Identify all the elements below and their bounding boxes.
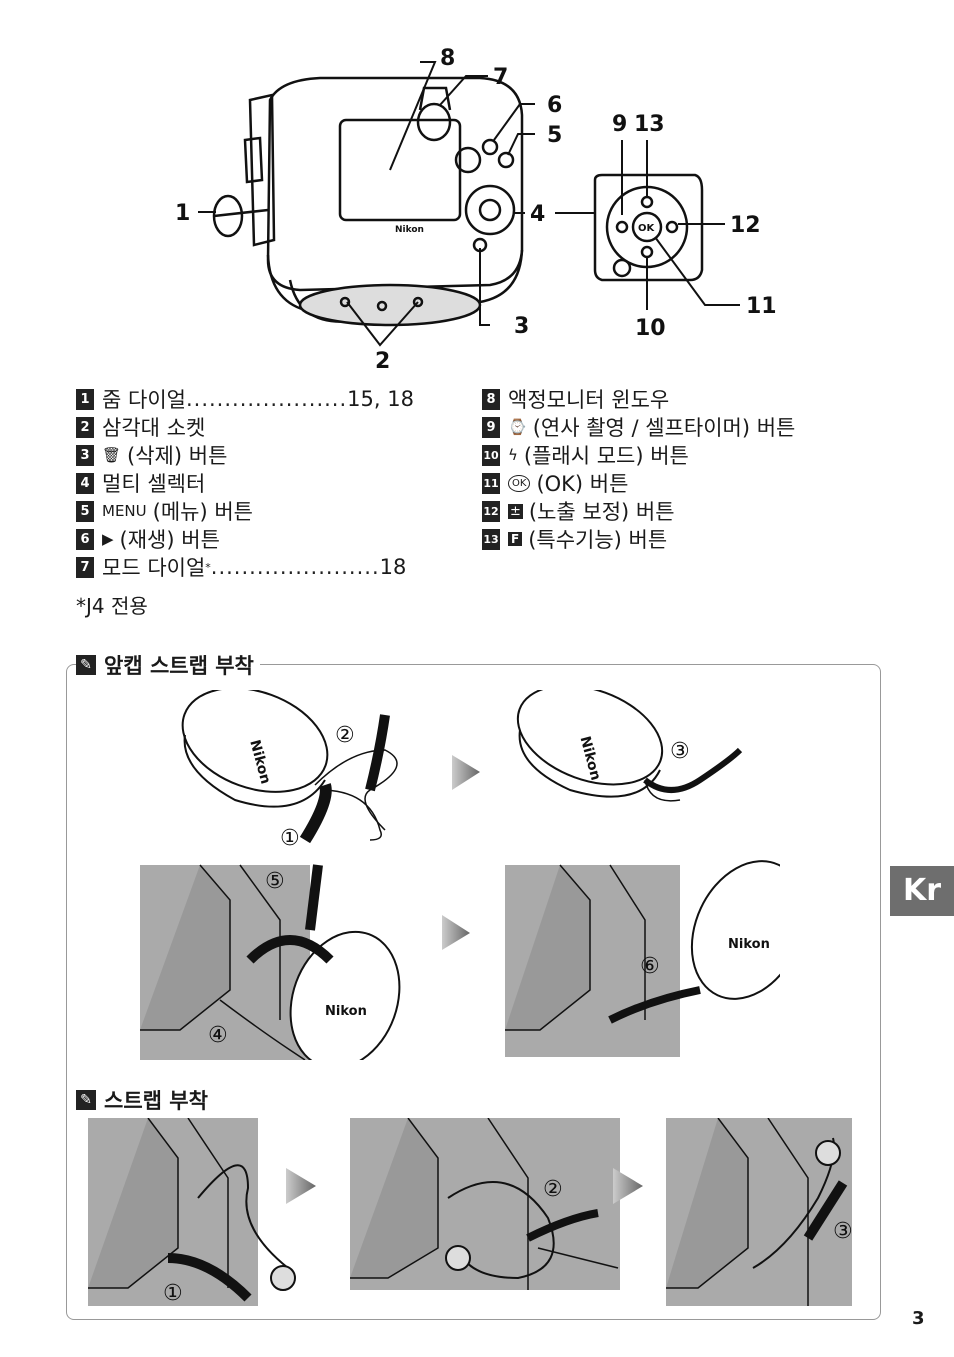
flash-icon: ϟ (508, 446, 518, 464)
language-tab: Kr (890, 866, 954, 916)
camera-brand-label: Nikon (395, 225, 424, 235)
mode-dial (416, 102, 452, 142)
multi-selector-detail: OK (593, 173, 704, 282)
step-5-label: ⑤ (265, 869, 285, 894)
strap-step-2-label: ② (543, 1177, 563, 1202)
attachment-box (66, 664, 881, 1320)
note-pencil-icon: ✎ (76, 1090, 96, 1110)
callout-5: 5 (547, 123, 562, 148)
menu-label: MENU (102, 502, 147, 520)
arrow-next-icon (613, 1168, 643, 1204)
play-icon: ▶ (102, 530, 114, 548)
cap-brand-label-3: Nikon (325, 1004, 367, 1019)
cap-brand-label-4: Nikon (728, 937, 770, 952)
step-4-label: ④ (208, 1023, 228, 1048)
callout-6: 6 (547, 93, 562, 118)
legend-item-3: 3 🗑 (삭제) 버튼 (76, 441, 227, 469)
camera-body: Nikon (212, 76, 524, 327)
section1-title: ✎ 앞캡 스트랩 부착 (76, 650, 260, 680)
step-2-label: ② (335, 723, 355, 748)
footnote: *J4 전용 (76, 594, 148, 618)
legend-item-2: 2 삼각대 소켓 (76, 413, 205, 441)
lens-cap-strap-illustrations: Nikon ① ② Nikon ③ Nikon ⑤ ④ Nikon (140, 690, 780, 1060)
trash-icon: 🗑 (102, 446, 122, 464)
step-panel-4: Nikon (505, 860, 780, 1057)
note-pencil-icon: ✎ (76, 655, 96, 675)
callout-3: 3 (514, 314, 529, 339)
feature-icon: F (508, 532, 523, 546)
legend-item-13: 13 F (특수기능) 버튼 (482, 528, 668, 552)
step-3-label: ③ (670, 739, 690, 764)
step-6-label: ⑥ (640, 954, 660, 979)
legend-item-7: 7 모드 다이얼 * ...................... 18 (76, 553, 406, 581)
multi-selector-shape (464, 184, 516, 236)
strap-step-panel-3 (666, 1118, 852, 1306)
callout-10: 10 (635, 316, 666, 341)
page-number: 3 (912, 1308, 925, 1329)
arrow-next-icon (442, 915, 470, 950)
step-panel-1: Nikon (181, 690, 398, 844)
legend-item-5: 5 MENU (메뉴) 버튼 (76, 497, 253, 525)
callout-4: 4 (530, 202, 545, 227)
legend-item-12: 12 ± (노출 보정) 버튼 (482, 500, 675, 524)
svg-text:OK: OK (638, 223, 656, 234)
camera-diagram: Nikon OK 1 2 3 4 5 6 7 8 9 13 12 11 (175, 46, 777, 374)
legend-item-4: 4 멀티 셀렉터 (76, 469, 205, 497)
arrow-next-icon (452, 755, 480, 790)
callout-11: 11 (746, 294, 777, 319)
callout-8: 8 (440, 46, 455, 71)
legend-item-8: 8 액정모니터 윈도우 (482, 385, 669, 413)
strap-step-3-label: ③ (833, 1219, 853, 1244)
continuous-selftimer-icon: ⌚ (508, 418, 527, 436)
playback-button-shape (481, 138, 499, 156)
callout-1: 1 (175, 201, 190, 226)
step-panel-2: Nikon (516, 690, 743, 802)
legend-item-10: 10 ϟ (플래시 모드) 버튼 (482, 444, 689, 468)
arrow-next-icon (286, 1168, 316, 1204)
legend-item-6: 6 ▶ (재생) 버튼 (76, 525, 220, 553)
callout-7: 7 (493, 65, 508, 90)
legend-item-9: 9 ⌚ (연사 촬영 / 셀프타이머) 버튼 (482, 413, 795, 441)
strap-attachment-illustrations: ① ② ③ (88, 1118, 853, 1306)
step-panel-3: Nikon (140, 864, 401, 1060)
legend-item-11: 11 OK (OK) 버튼 (482, 472, 629, 496)
strap-step-panel-1 (88, 1118, 296, 1306)
strap-step-panel-2 (350, 1118, 620, 1290)
section2-title: ✎ 스트랩 부착 (76, 1085, 208, 1115)
callout-9: 9 (612, 112, 627, 137)
legend-item-1: 1 줌 다이얼 ..................... 15, 18 (76, 385, 414, 413)
callout-2: 2 (375, 349, 390, 374)
exposure-comp-icon: ± (508, 503, 523, 519)
callout-13: 13 (634, 112, 665, 137)
callout-12: 12 (730, 213, 761, 238)
step-1-label: ① (280, 826, 300, 851)
strap-step-1-label: ① (163, 1281, 183, 1306)
ok-icon: OK (508, 474, 531, 492)
